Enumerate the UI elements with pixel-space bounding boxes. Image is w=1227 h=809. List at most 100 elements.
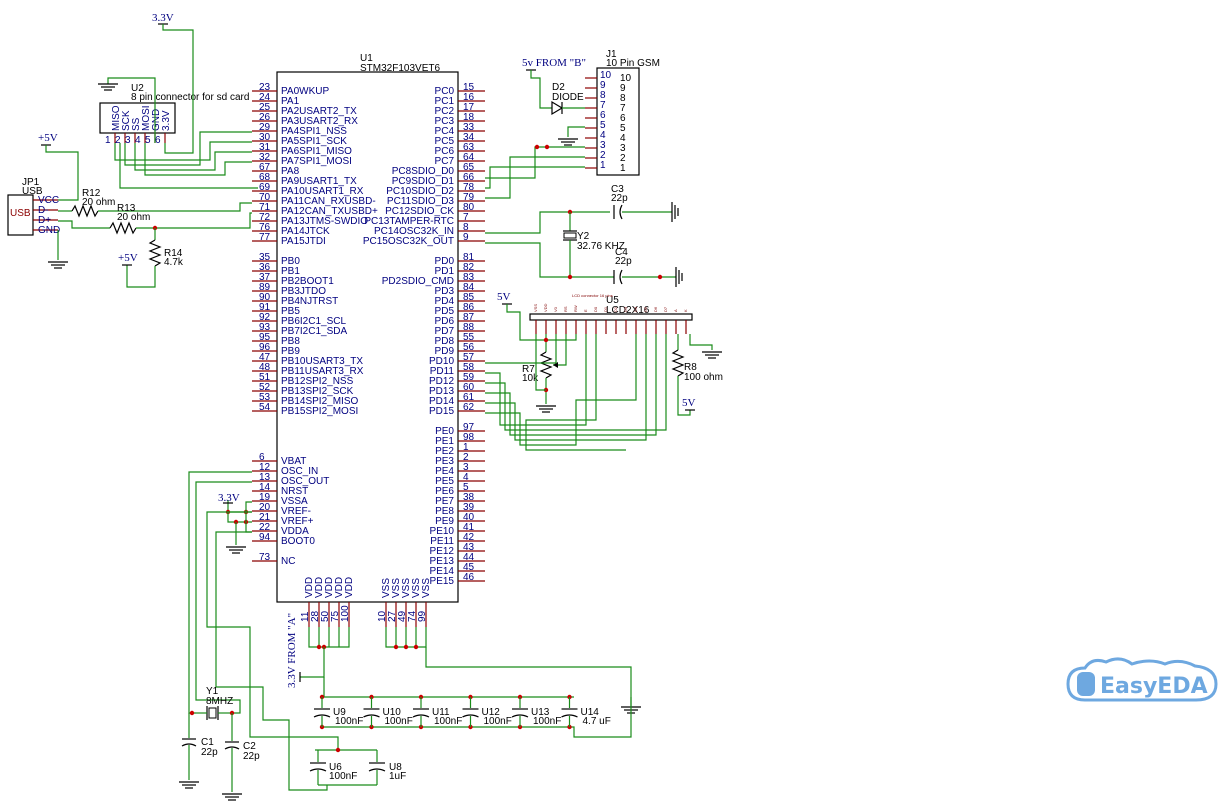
gsm-pin-outer: 7 — [620, 103, 626, 114]
mcu-pin-name: VDD — [304, 577, 315, 598]
gsm-pin-outer: 6 — [620, 113, 626, 124]
mcu-pin-number: 37 — [259, 272, 271, 283]
mcu-pin-name: VSS — [401, 578, 412, 598]
v5-r8-label: 5V — [682, 397, 696, 409]
lcd-pin-name: D3 — [623, 306, 628, 312]
mcu-pin-number: 36 — [259, 262, 271, 273]
mcu-part: STM32F103VET6 — [360, 63, 440, 74]
c4-ref: C4 — [615, 247, 628, 258]
sd-power: 3.3V — [98, 12, 194, 154]
mcu-pin-name: PE12 — [430, 546, 455, 557]
cap-plate-curved — [412, 714, 430, 718]
r14-value: 4.7k — [164, 257, 184, 268]
mcu-power-bottom: 3.3V FROM "A" U9100nFU10100nFU11100nFU12… — [179, 471, 641, 801]
r7-value: 10k — [522, 373, 539, 384]
mcu-pin-name: PC2 — [435, 106, 455, 117]
mcu-pin-number: 16 — [463, 92, 475, 103]
mcu-pin-number: 80 — [463, 202, 475, 213]
mcu-bottom-pins: VDD11VDD28VDD50VDD75VDD100VSS10VSS27VSS4… — [300, 577, 432, 627]
mcu-pin-number: 92 — [259, 312, 271, 323]
mcu-pin-name: VDDA — [281, 526, 309, 537]
mcu-pin-number: 63 — [463, 142, 475, 153]
v5-usb-label: +5V — [38, 132, 58, 144]
lcd-pin-name: D7 — [663, 306, 668, 312]
mcu-pin-name: PD6 — [435, 316, 455, 327]
mcu-pin-name: OSC_IN — [281, 466, 318, 477]
gsm-pin-inner: 4 — [600, 130, 606, 141]
decoupling-caps: U9100nFU10100nFU11100nFU12100nFU13100nFU… — [313, 694, 611, 730]
lcd-part: LCD2X16 — [606, 305, 650, 316]
lcd-pin-name: D4 — [633, 306, 638, 312]
mcu-pin-name: PA2USART2_TX — [281, 106, 357, 117]
mcu-pin-name: PD13 — [429, 386, 454, 397]
mcu-pin-number: 10 — [377, 610, 388, 622]
mcu-pin-number: 27 — [387, 610, 398, 622]
mcu-pin-number: 64 — [463, 152, 475, 163]
mcu-pin-name: PE5 — [435, 476, 454, 487]
mcu-pin-name: PC8SDIO_D0 — [392, 166, 455, 177]
mcu-pin-name: VBAT — [281, 456, 306, 467]
rtc-crystal: Y2 32.76 KHZ C3 22p C4 22p — [485, 184, 683, 287]
usb-pin-name: D+ — [38, 215, 51, 226]
mcu-pin-number: 21 — [259, 512, 271, 523]
mcu-pin-name: OSC_OUT — [281, 476, 329, 487]
usb-body — [7, 194, 34, 236]
usb-body-text: USB — [10, 208, 31, 219]
mcu-pin-number: 74 — [407, 610, 418, 622]
mcu-pin-name: VSS — [381, 578, 392, 598]
mcu-pin-name: PB2BOOT1 — [281, 276, 334, 287]
mcu-pin-number: 95 — [259, 332, 271, 343]
mcu-pin-name: PB3JTDO — [281, 286, 326, 297]
mcu-pin-name: PE8 — [435, 506, 454, 517]
mcu-ref: U1 — [360, 53, 373, 64]
mcu-pin-name: VSS — [411, 578, 422, 598]
r8-value: 100 ohm — [684, 372, 723, 383]
mcu-pin-name: PD11 — [430, 366, 455, 377]
mcu-pin-name: PC3 — [435, 116, 455, 127]
lcd-pin-name: D1 — [603, 306, 608, 312]
y1-value: 8MHZ — [206, 696, 233, 707]
mcu-pin-number: 26 — [259, 112, 271, 123]
mcu-pin-name: PB15SPI2_MOSI — [281, 406, 358, 417]
mcu-pin-number: 85 — [463, 292, 475, 303]
mcu-pin-name: PE3 — [435, 456, 454, 467]
mcu-pin-number: 11 — [300, 611, 311, 622]
mcu-pin-number: 50 — [320, 610, 331, 622]
mcu-pin-number: 54 — [259, 402, 271, 413]
lcd-body — [529, 313, 693, 321]
sd-pin-name: GND — [151, 109, 162, 131]
gsm-pin-inner: 3 — [600, 140, 606, 151]
cap-plate-curved — [511, 714, 529, 718]
mcu-pin-name: PC14OSC32K_IN — [374, 226, 454, 237]
mcu-pin-number: 17 — [463, 102, 475, 113]
mcu-pin-number: 70 — [259, 192, 271, 203]
mcu-pin-number: 76 — [259, 222, 271, 233]
gsm-pin-outer: 1 — [620, 163, 626, 174]
mcu-pin-number: 84 — [463, 282, 475, 293]
mcu-pin-number: 42 — [463, 532, 475, 543]
mcu-pin-name: PE2 — [435, 446, 454, 457]
mcu-pin-number: 89 — [259, 282, 271, 293]
mcu-pin-number: 22 — [259, 522, 271, 533]
gsm-body — [596, 67, 640, 176]
c3-value: 22p — [611, 193, 628, 204]
usb-resistors: R12 20 ohm R13 20 ohm R14 4.7k +5V — [58, 188, 252, 288]
mcu-pin-number: 88 — [463, 322, 475, 333]
sd-pin-number: 6 — [155, 135, 161, 146]
v5-lcd-label: 5V — [497, 291, 511, 303]
mcu-pin-number: 28 — [310, 610, 321, 622]
lcd-desc: LCD connector 16 pins — [572, 293, 613, 298]
cap-ref: U13 — [531, 707, 550, 718]
logo-text: EasyEDA — [1100, 674, 1208, 699]
cap-ref: U14 — [581, 707, 600, 718]
mcu-pin-number: 71 — [259, 202, 271, 213]
mcu-pin-name: PA10USART1_RX — [281, 186, 364, 197]
mcu-pin-number: 2 — [463, 452, 469, 463]
cap-ref: U10 — [383, 707, 402, 718]
mcu-pin-name: PB7I2C1_SDA — [281, 326, 347, 337]
mcu-pin-number: 58 — [463, 362, 475, 373]
mcu-pin-number: 15 — [463, 82, 475, 93]
